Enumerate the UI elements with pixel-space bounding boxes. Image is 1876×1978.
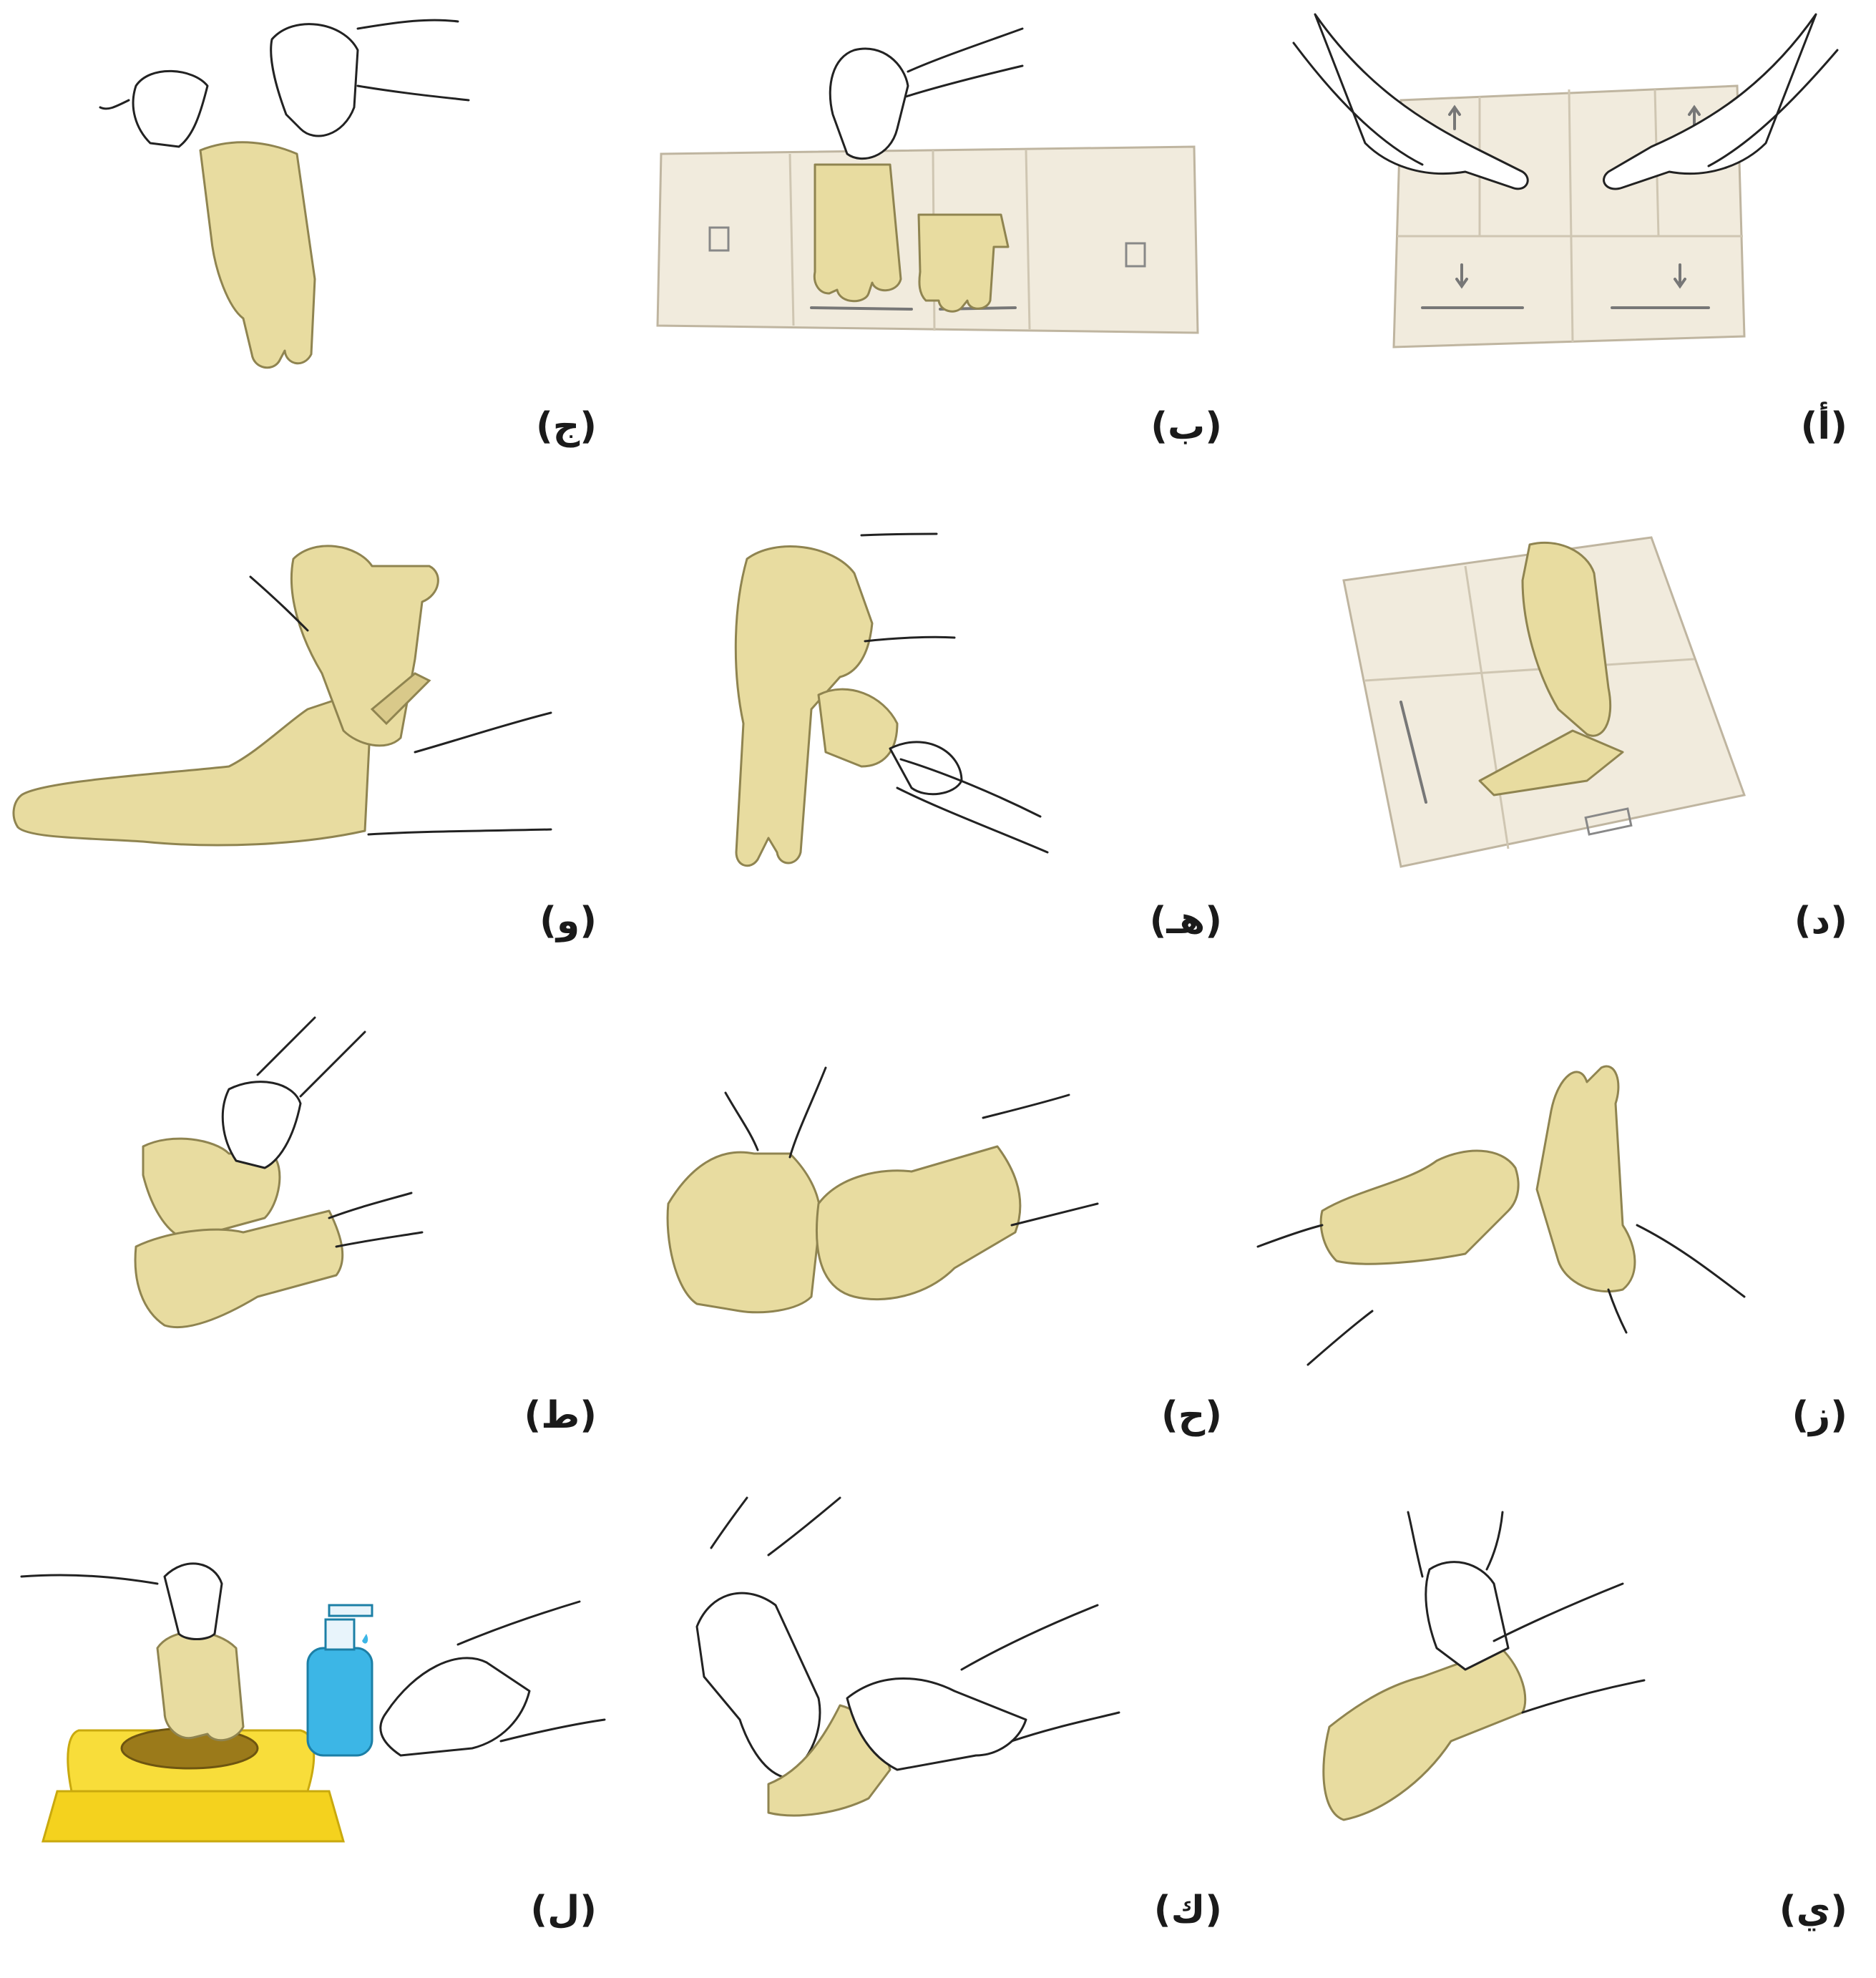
- panel-label: (و): [539, 902, 597, 940]
- panel-l: (ل): [0, 1484, 625, 1978]
- illustration-insert-hand: [625, 494, 1251, 895]
- illustration-adjust-fingers: [1251, 989, 1876, 1390]
- panel-label: (ط): [524, 1397, 597, 1434]
- illustration-both-gloved: [625, 989, 1251, 1390]
- panel-h: (ح): [625, 989, 1251, 1484]
- panel-label: (ز): [1792, 1397, 1847, 1434]
- panel-b: (ب): [625, 0, 1251, 494]
- illustration-peel-glove: [1251, 1484, 1876, 1884]
- illustration-dispose-and-rub: [0, 1484, 625, 1884]
- panel-a: (أ): [1251, 0, 1876, 494]
- panel-k: (ك): [625, 1484, 1251, 1978]
- illustration-remove-first-glove: [0, 989, 625, 1390]
- panel-g: (ز): [1251, 989, 1876, 1484]
- panel-label: (ك): [1154, 1891, 1222, 1929]
- panel-label: (ل): [530, 1891, 597, 1929]
- illustration-open-wrapper: [1251, 0, 1876, 401]
- illustration-pick-up-glove: [625, 0, 1251, 401]
- panel-label: (ي): [1779, 1891, 1847, 1929]
- panel-label: (د): [1794, 902, 1847, 940]
- illustration-second-glove-under-cuff: [1251, 494, 1876, 895]
- panel-j: (ي): [1251, 1484, 1876, 1978]
- panel-label: (ح): [1161, 1397, 1222, 1434]
- panel-label: (هـ): [1150, 902, 1222, 940]
- panel-label: (ج): [536, 408, 597, 445]
- illustration-unfold-cuff: [0, 494, 625, 895]
- panel-i: (ط): [0, 989, 625, 1484]
- illustration-put-on-first-glove: [0, 0, 625, 401]
- panel-f: (و): [0, 494, 625, 989]
- panel-c: (ج): [0, 0, 625, 494]
- panel-e: (هـ): [625, 494, 1251, 989]
- illustration-turn-inside-out: [625, 1484, 1251, 1884]
- panel-label: (ب): [1150, 408, 1222, 445]
- panel-d: (د): [1251, 494, 1876, 989]
- panel-label: (أ): [1801, 408, 1847, 445]
